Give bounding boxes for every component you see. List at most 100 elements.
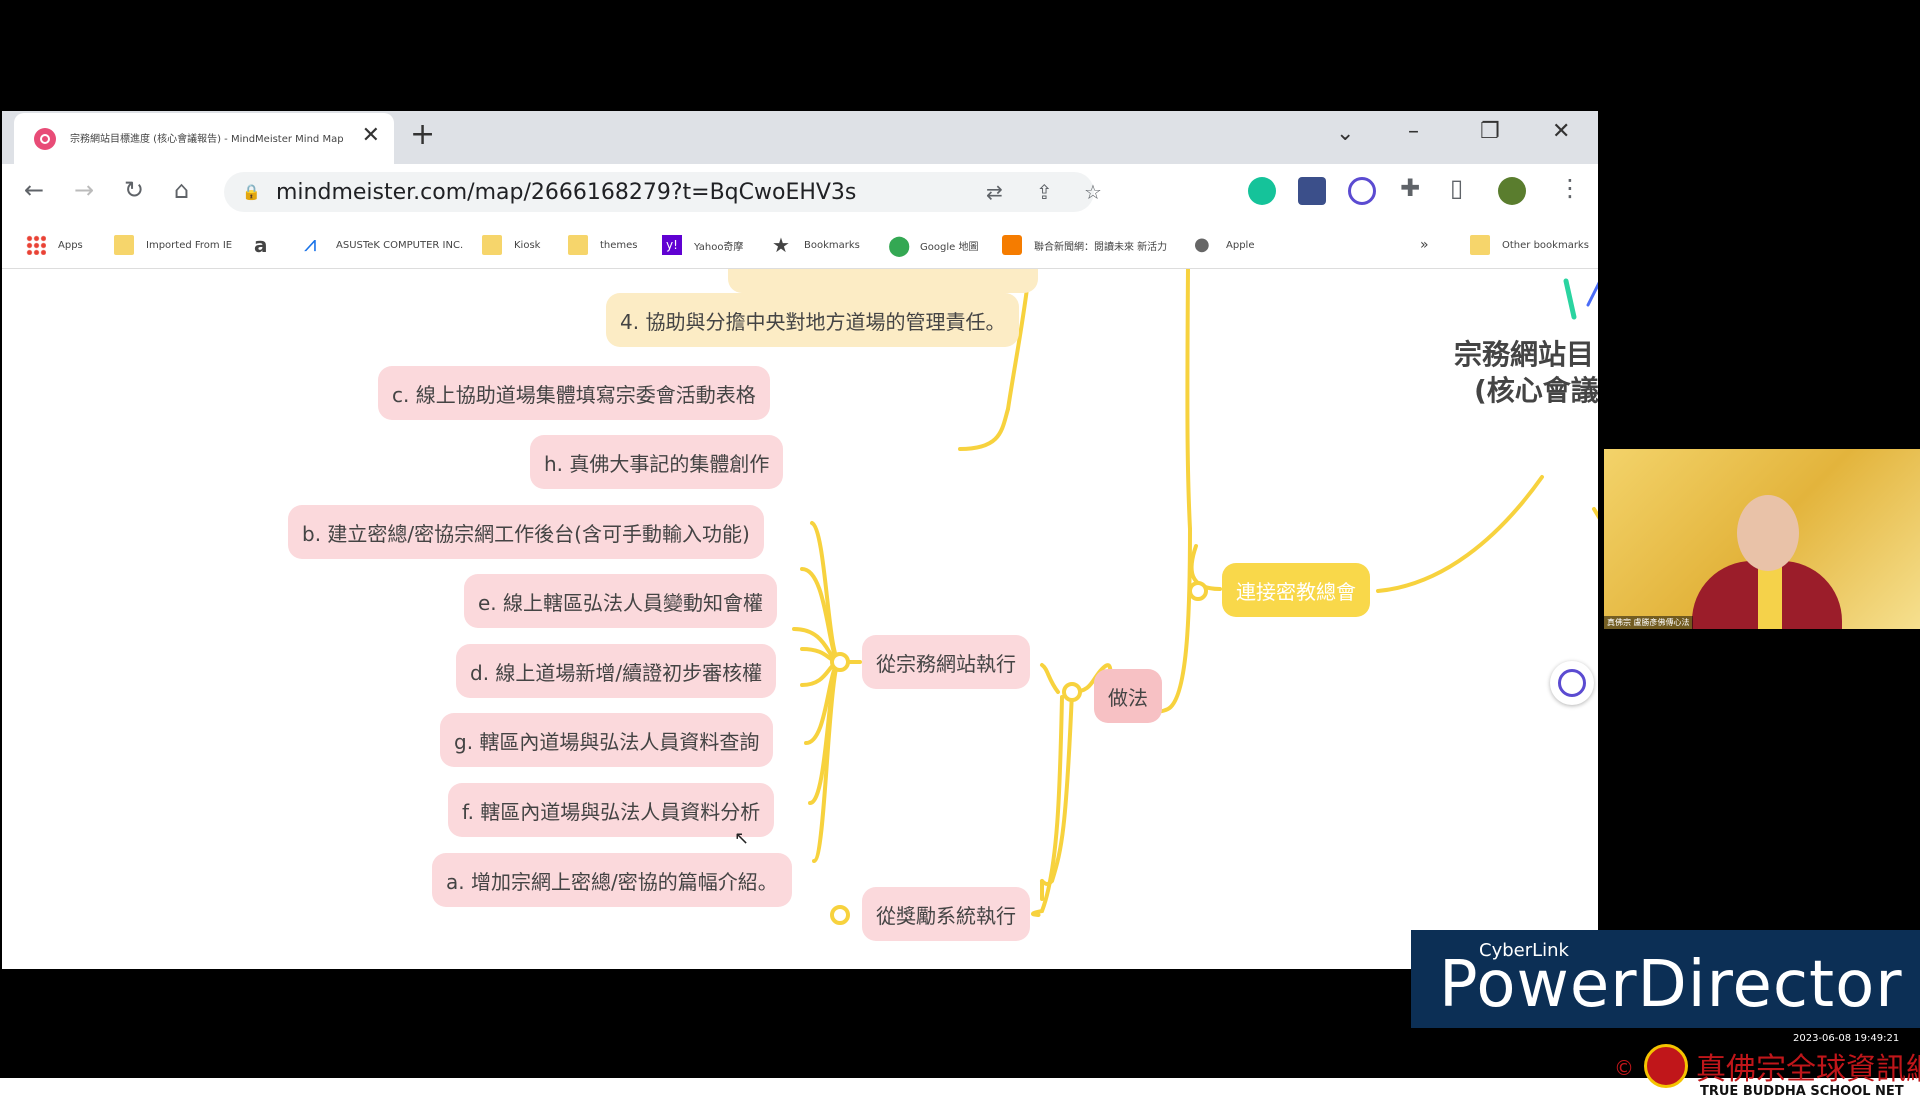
- bookmark-label: Yahoo奇摩: [694, 241, 744, 253]
- menu-kebab-icon[interactable]: ⋮: [1558, 174, 1582, 202]
- copyright-symbol: ©: [1614, 1056, 1634, 1080]
- root-title-line2[interactable]: (核心會議: [1474, 374, 1598, 407]
- folder-icon: [114, 235, 134, 255]
- mindmeister-favicon-icon: [34, 128, 56, 150]
- bookmark-star-icon[interactable]: ☆: [1084, 180, 1102, 204]
- translate-icon[interactable]: ⇄: [986, 180, 1003, 204]
- new-tab-icon[interactable]: +: [410, 117, 436, 152]
- assistant-extension-icon[interactable]: [1348, 177, 1376, 205]
- extension-icon[interactable]: [1298, 177, 1326, 205]
- home-icon[interactable]: ⌂: [174, 176, 190, 204]
- bookmark-label: Bookmarks: [804, 239, 860, 251]
- apple-icon: ●: [1194, 234, 1210, 255]
- mindmap-leaf-d[interactable]: d. 線上道場新增/續證初步審核權: [456, 644, 777, 698]
- back-icon[interactable]: ←: [24, 176, 45, 204]
- apps-grid-icon: [26, 235, 46, 255]
- bookmark-label: Apple: [1226, 239, 1255, 251]
- bookmark-amazon[interactable]: a: [254, 234, 286, 256]
- active-tab[interactable]: 宗務網站目標進度 (核心會議報告) - MindMeister Mind Map…: [14, 113, 394, 164]
- mindmap-connectors: [792, 269, 1598, 925]
- help-chat-button[interactable]: [1550, 661, 1594, 705]
- url-text[interactable]: mindmeister.com/map/2666168279?t=BqCwoEH…: [276, 180, 857, 205]
- bookmark-udn[interactable]: 聯合新聞網：閱讀未來 新活力: [1002, 234, 1167, 256]
- bookmark-other[interactable]: Other bookmarks: [1470, 234, 1589, 256]
- close-tab-icon[interactable]: ✕: [361, 123, 380, 148]
- map-pin-icon: ⬤: [888, 233, 911, 257]
- mindmap-node-item-4[interactable]: 4. 協助與分擔中央對地方道場的管理責任。: [606, 293, 1020, 347]
- chat-bot-icon: [1558, 669, 1586, 697]
- folder-icon: [482, 235, 502, 255]
- mindmap-leaf-c[interactable]: c. 線上協助道場集體填寫宗委會活動表格: [378, 366, 770, 420]
- reload-icon[interactable]: ↻: [124, 176, 145, 204]
- mindmap-node-top-clipped[interactable]: [728, 269, 1038, 293]
- bookmark-apps[interactable]: Apps: [26, 234, 83, 256]
- more-bookmarks-icon[interactable]: »: [1420, 237, 1429, 253]
- browser-window: 宗務網站目標進度 (核心會議報告) - MindMeister Mind Map…: [2, 111, 1598, 969]
- tab-search-chevron-icon[interactable]: ⌄: [1336, 121, 1355, 146]
- mindmap-leaf-h[interactable]: h. 真佛大事記的集體創作: [530, 435, 784, 489]
- tbs-chinese-name: 真佛宗全球資訊網: [1696, 1052, 1920, 1087]
- restore-icon[interactable]: ❐: [1480, 119, 1500, 144]
- tbs-logo-watermark: © 真佛宗全球資訊網 TRUE BUDDHA SCHOOL NET: [1612, 1040, 1920, 1102]
- bookmark-apple[interactable]: ● Apple: [1194, 234, 1254, 256]
- speaker-head: [1737, 495, 1799, 571]
- grammarly-extension-icon[interactable]: [1248, 177, 1276, 205]
- bookmark-label: Other bookmarks: [1502, 239, 1589, 251]
- extensions-puzzle-icon[interactable]: ✚: [1400, 174, 1421, 202]
- address-bar[interactable]: 🔒 mindmeister.com/map/2666168279?t=BqCwo…: [224, 172, 1102, 212]
- bookmark-label: 聯合新聞網：閱讀未來 新活力: [1034, 241, 1168, 253]
- bottom-strip: [0, 1078, 1920, 1102]
- bookmark-label: Google 地圖: [920, 241, 979, 253]
- forward-icon[interactable]: →: [74, 176, 95, 204]
- bookmark-themes[interactable]: themes: [568, 234, 638, 256]
- mindmap-branch-site[interactable]: 從宗務網站執行: [862, 635, 1030, 689]
- mindmap-hub-method[interactable]: 做法: [1094, 669, 1162, 723]
- webcam-label: 真佛宗 盧勝彥佛傳心法: [1604, 616, 1693, 629]
- bookmark-asus[interactable]: ⩘ ASUSTeK COMPUTER INC.: [304, 234, 463, 256]
- mindmap-canvas[interactable]: 4. 協助與分擔中央對地方道場的管理責任。 宗務網站目 (核心會議 c. 線上協…: [2, 269, 1598, 969]
- bookmark-label: ASUSTeK COMPUTER INC.: [336, 239, 464, 251]
- udn-icon: [1002, 235, 1022, 255]
- cyberlink-label: CyberLink: [1479, 940, 1569, 961]
- folder-icon: [1470, 235, 1490, 255]
- bookmark-label: Apps: [58, 239, 83, 251]
- mindmap-leaf-a[interactable]: a. 增加宗網上密總/密協的篇幅介紹。: [432, 853, 792, 907]
- profile-avatar[interactable]: [1498, 177, 1526, 205]
- bookmark-google-maps[interactable]: ⬤ Google 地圖: [888, 234, 978, 256]
- bookmark-yahoo[interactable]: y! Yahoo奇摩: [662, 234, 743, 256]
- bookmark-kiosk[interactable]: Kiosk: [482, 234, 540, 256]
- mindmap-branch-reward[interactable]: 從獎勵系統執行: [862, 887, 1030, 941]
- webcam-overlay: 真佛宗 盧勝彥佛傳心法: [1604, 449, 1920, 629]
- powerdirector-watermark: CyberLink PowerDirector: [1411, 930, 1920, 1028]
- mindmap-node-connect[interactable]: 連接密教總會: [1222, 563, 1370, 617]
- folder-icon: [568, 235, 588, 255]
- lock-icon[interactable]: 🔒: [242, 183, 261, 201]
- share-icon[interactable]: ⇪: [1036, 180, 1053, 204]
- bookmark-imported-from-ie[interactable]: Imported From IE: [114, 234, 232, 256]
- bookmark-label: Imported From IE: [146, 239, 233, 251]
- close-window-icon[interactable]: ✕: [1552, 119, 1571, 144]
- mindmap-leaf-f[interactable]: f. 轄區內道場與弘法人員資料分析: [448, 783, 775, 837]
- root-title-line1[interactable]: 宗務網站目: [1454, 338, 1595, 371]
- amazon-icon: a: [254, 233, 268, 257]
- bookmark-label: themes: [600, 239, 638, 251]
- asus-icon: ⩘: [304, 232, 317, 257]
- bookmarks-bar: Apps Imported From IE a ⩘ ASUSTeK COMPUT…: [2, 220, 1598, 269]
- browser-toolbar: ← → ↻ ⌂ 🔒 mindmeister.com/map/2666168279…: [2, 164, 1598, 220]
- side-panel-icon[interactable]: ▯: [1450, 174, 1464, 202]
- minimize-icon[interactable]: –: [1408, 119, 1419, 144]
- video-timestamp: 2023-06-08 19:49:21: [1793, 1033, 1900, 1044]
- bookmark-bookmarks[interactable]: ★ Bookmarks: [772, 234, 860, 256]
- star-icon: ★: [772, 233, 790, 257]
- mindmap-leaf-e[interactable]: e. 線上轄區弘法人員變動知會權: [464, 574, 778, 628]
- speaker-sash: [1758, 561, 1782, 629]
- tab-strip: 宗務網站目標進度 (核心會議報告) - MindMeister Mind Map…: [2, 111, 1598, 164]
- tbs-english-name: TRUE BUDDHA SCHOOL NET: [1700, 1084, 1904, 1099]
- tbs-emblem-icon: [1644, 1044, 1688, 1088]
- tab-title: 宗務網站目標進度 (核心會議報告) - MindMeister Mind Map: [70, 134, 344, 145]
- mouse-cursor-icon: ↖: [734, 828, 750, 849]
- powerdirector-label: PowerDirector: [1439, 948, 1903, 1022]
- yahoo-icon: y!: [662, 235, 682, 255]
- mindmap-leaf-g[interactable]: g. 轄區內道場與弘法人員資料查詢: [440, 713, 774, 767]
- mindmap-leaf-b[interactable]: b. 建立密總/密協宗網工作後台(含可手動輸入功能): [288, 505, 764, 559]
